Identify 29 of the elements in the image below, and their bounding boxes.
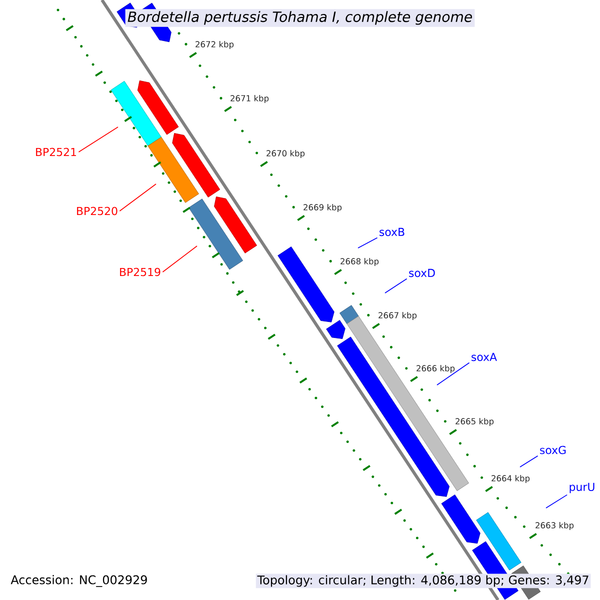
leader-line: [78, 126, 118, 152]
leader-line: [358, 237, 378, 248]
tick-label: 2663 kbp: [536, 522, 574, 530]
gene-label: BP2521: [36, 148, 76, 156]
title: Bordetella pertussis Tohama I, complete genome: [125, 9, 475, 27]
tick-label: 2669 kbp: [304, 204, 342, 212]
tick-label: 2666 kbp: [416, 364, 455, 373]
tick-label: 2670 kbp: [266, 150, 305, 158]
leader-line: [162, 246, 198, 272]
tick-label: 2665 kbp: [456, 418, 494, 426]
gene-label: BP2520: [77, 206, 118, 216]
gene-label: BP2519: [120, 268, 160, 276]
gene-label: soxB: [380, 228, 404, 236]
tick-label: 2664 kbp: [492, 474, 530, 483]
gene-label: soxD: [409, 268, 435, 278]
leader-line: [546, 494, 568, 508]
gene-label: soxA: [472, 352, 497, 362]
tick-label: 2667 kbp: [378, 312, 417, 320]
tick-label: 2671 kbp: [230, 94, 269, 103]
gene-label: soxG: [540, 446, 566, 454]
leader-line: [520, 455, 538, 468]
leader-line: [436, 362, 470, 386]
leader-line: [384, 278, 408, 294]
tick-label: 2672 kbp: [196, 40, 234, 49]
genome-info-label: Topology: circular; Length: 4,086,189 bp; Genes: 3,497: [256, 574, 591, 588]
tick-label: 2668 kbp: [340, 258, 379, 266]
leader-line: [119, 184, 156, 212]
gene-label: purU: [570, 482, 594, 494]
accession-label: Accession: NC_002929: [10, 575, 147, 587]
